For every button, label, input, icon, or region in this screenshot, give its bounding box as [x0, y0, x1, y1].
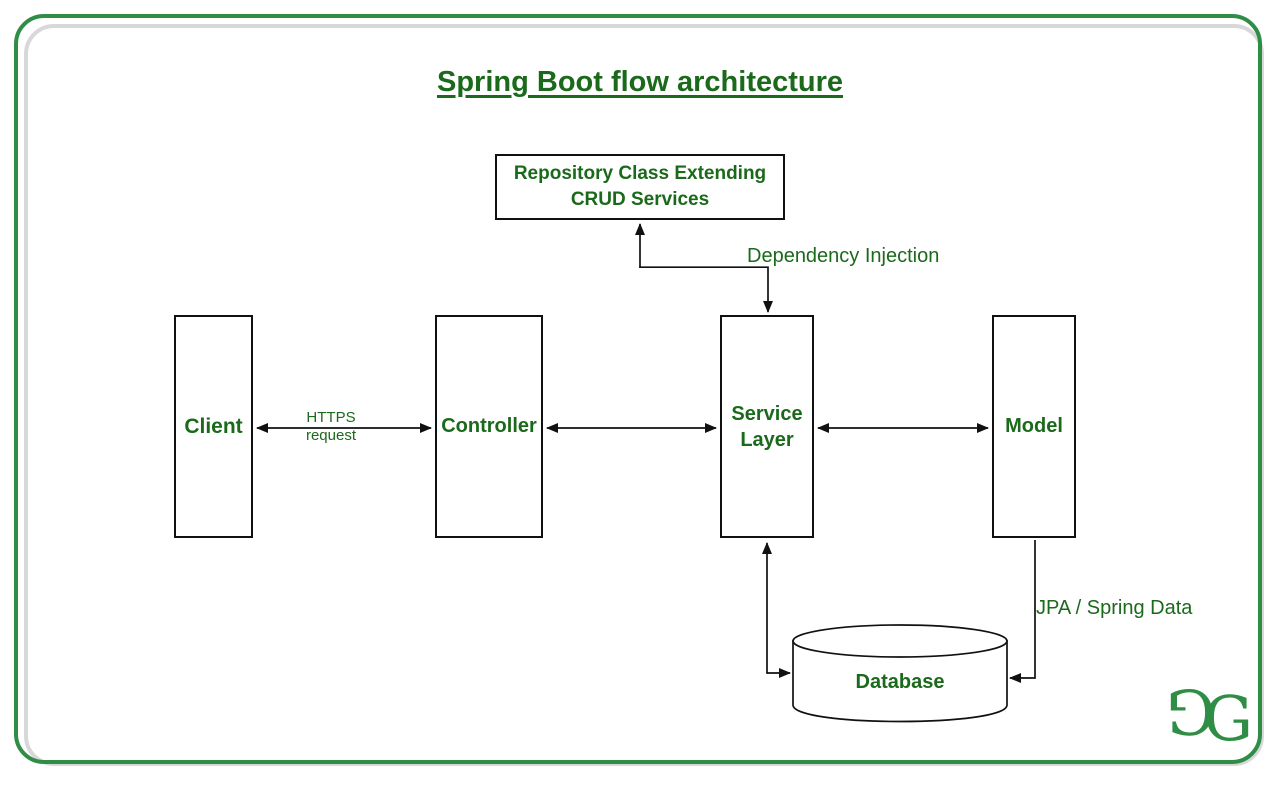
page-title: Spring Boot flow architecture [436, 66, 844, 98]
logo-right-g-glyph: G [1203, 682, 1254, 755]
arrow-model-to-database [1009, 540, 1036, 683]
node-repository: Repository Class Extending CRUD Services [495, 154, 785, 220]
database-cylinder-top [792, 624, 1008, 658]
database-cylinder-body [792, 640, 1008, 723]
edge-label-https-line2: request [305, 427, 357, 444]
node-service-layer-label-line1: Service [731, 402, 803, 425]
edge-label-https-request: HTTPS request [276, 409, 386, 445]
node-model: Model [992, 315, 1076, 538]
edge-label-https-line1: HTTPS [306, 409, 356, 426]
node-client-label: Client [184, 414, 243, 438]
edge-label-dependency-injection: Dependency Injection [747, 245, 940, 267]
node-client: Client [174, 315, 253, 538]
node-repository-label-line1: Repository Class Extending [513, 163, 767, 184]
frame-shadow [24, 24, 1264, 766]
arrow-repository-connector-to-service [639, 266, 773, 313]
frame-border [14, 14, 1262, 764]
node-database-label: Database [855, 671, 945, 693]
edge-label-jpa-spring-data: JPA / Spring Data [1036, 597, 1193, 619]
node-controller-label: Controller [441, 415, 537, 437]
logo-left-g-glyph: G [1166, 675, 1216, 748]
node-service-layer-label-line2: Layer [740, 428, 794, 451]
database-cylinder [792, 624, 1008, 723]
node-repository-label-line2: CRUD Services [570, 189, 710, 210]
node-model-label: Model [1005, 415, 1063, 437]
node-controller: Controller [435, 315, 543, 538]
node-service-layer: Service Layer [720, 315, 814, 538]
geeksforgeeks-logo-icon: G G [1166, 675, 1254, 755]
